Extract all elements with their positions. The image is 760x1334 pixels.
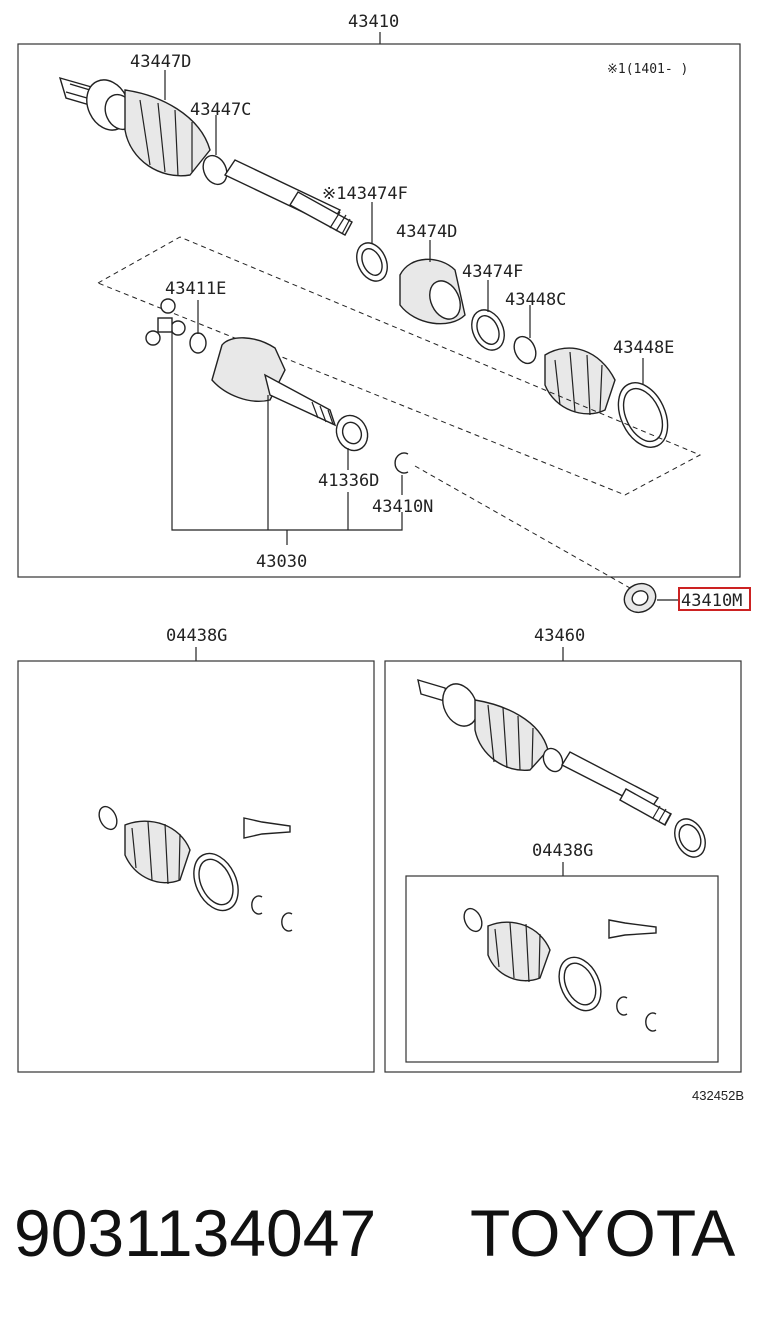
snap-ring-43411e — [189, 332, 207, 354]
inboard-joint-43030 — [211, 337, 337, 427]
snap-ring-43410n — [394, 452, 409, 474]
boot-kit-right — [463, 907, 657, 1032]
damper-43474d — [399, 258, 466, 325]
label-41336d: 41336D — [318, 471, 379, 491]
seal-41336d — [335, 414, 369, 452]
label-43410m[interactable]: 43410M — [681, 591, 742, 611]
shaft-assembly-43460 — [417, 678, 706, 858]
drive-shaft — [223, 159, 353, 236]
label-43447c: 43447C — [190, 100, 251, 120]
boot-kit-left — [98, 805, 293, 932]
label-43447d: 43447D — [130, 52, 191, 72]
label-43448e: 43448E — [613, 338, 674, 358]
label-04438g-left: 04438G — [166, 626, 227, 646]
label-43030: 43030 — [256, 552, 307, 572]
label-43460: 43460 — [534, 626, 585, 646]
leader-43410m-dashed — [414, 465, 631, 589]
label-43448c: 43448C — [505, 290, 566, 310]
footer-part-number: 9031134047 — [14, 1196, 376, 1270]
label-43474f: 43474F — [462, 262, 523, 282]
note-date-range: ※1(1401- ) — [607, 62, 688, 77]
footer-brand: TOYOTA — [470, 1196, 735, 1270]
boot-clamp-43448e — [617, 382, 669, 448]
bearing-43410m — [623, 582, 657, 614]
boot-clamp-43448c — [513, 335, 537, 365]
label-43410n: 43410N — [372, 497, 433, 517]
label-43410: 43410 — [348, 12, 399, 32]
tripod-joint-43411e-spider — [145, 298, 186, 346]
box-43410 — [17, 43, 741, 578]
label-43411e: 43411E — [165, 279, 226, 299]
box-04438g-left — [17, 660, 375, 1073]
boot-clamp-43474f — [471, 309, 505, 351]
boot-clamp-43474f-star — [356, 242, 388, 282]
boot-clamp-43447c — [202, 154, 228, 186]
outer-cv-joint — [58, 76, 211, 177]
label-04438g-right: 04438G — [532, 841, 593, 861]
inboard-boot — [544, 347, 616, 416]
box-04438g-right — [405, 875, 719, 1063]
label-43474d: 43474D — [396, 222, 457, 242]
inner-joint-region — [96, 236, 702, 496]
label-43474f-star: ※143474F — [322, 184, 408, 204]
diagram-reference: 432452B — [692, 1088, 744, 1103]
highlight-box-43410m[interactable] — [678, 587, 751, 611]
box-43460 — [384, 660, 742, 1073]
